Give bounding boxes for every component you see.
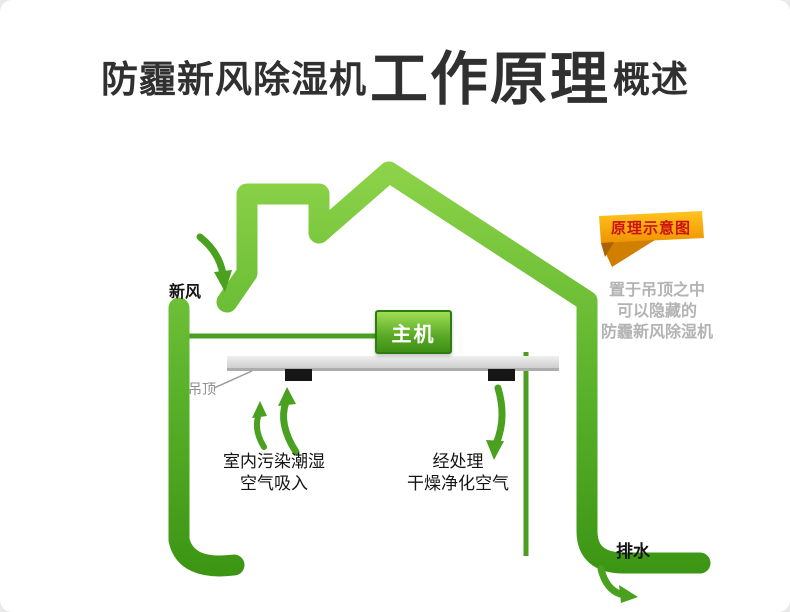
intake-caption: 室内污染潮湿 空气吸入 bbox=[196, 451, 352, 495]
main-unit-box: 主机 bbox=[375, 310, 452, 354]
ribbon-banner bbox=[599, 211, 704, 267]
ceiling-pointer-line bbox=[213, 370, 253, 389]
page-title: 防霾新风除湿机 工作原理 概述 bbox=[0, 44, 790, 108]
ceiling-bracket-left bbox=[285, 369, 312, 381]
ribbon-label: 原理示意图 bbox=[610, 219, 691, 237]
title-prefix: 防霾新风除湿机 bbox=[100, 58, 367, 101]
fresh-air-label: 新风 bbox=[168, 282, 201, 301]
drain-arrow-icon bbox=[597, 565, 638, 603]
outflow-arrow-icon bbox=[486, 384, 506, 460]
intake-caption-line1: 室内污染潮湿 bbox=[223, 452, 325, 472]
ceiling-panel bbox=[227, 356, 559, 371]
outflow-caption: 经处理 干燥净化空气 bbox=[383, 451, 533, 495]
house-roof-and-right-wall bbox=[216, 161, 711, 574]
outflow-caption-line1: 经处理 bbox=[432, 452, 484, 472]
ceiling-label: 吊顶 bbox=[188, 382, 216, 398]
drain-label: 排水 bbox=[616, 542, 650, 562]
intake-caption-line2: 空气吸入 bbox=[240, 474, 308, 494]
main-unit-label: 主机 bbox=[391, 321, 436, 346]
side-caption-line3: 防霾新风除湿机 bbox=[600, 322, 713, 341]
title-emphasis: 工作原理 bbox=[369, 45, 610, 113]
side-caption: 置于吊顶之中 可以隐藏的 防霾新风除湿机 bbox=[572, 279, 742, 342]
outflow-caption-line2: 干燥净化空气 bbox=[407, 474, 509, 494]
house-left-wall bbox=[168, 297, 245, 577]
house-outline bbox=[168, 161, 711, 577]
side-caption-line1: 置于吊顶之中 bbox=[608, 280, 705, 299]
fresh-air-arrow-icon bbox=[196, 233, 232, 292]
title-suffix: 概述 bbox=[613, 58, 689, 101]
intake-arrows-icon bbox=[252, 387, 300, 456]
side-caption-line2: 可以隐藏的 bbox=[616, 301, 697, 320]
ceiling-bracket-right bbox=[488, 369, 515, 381]
